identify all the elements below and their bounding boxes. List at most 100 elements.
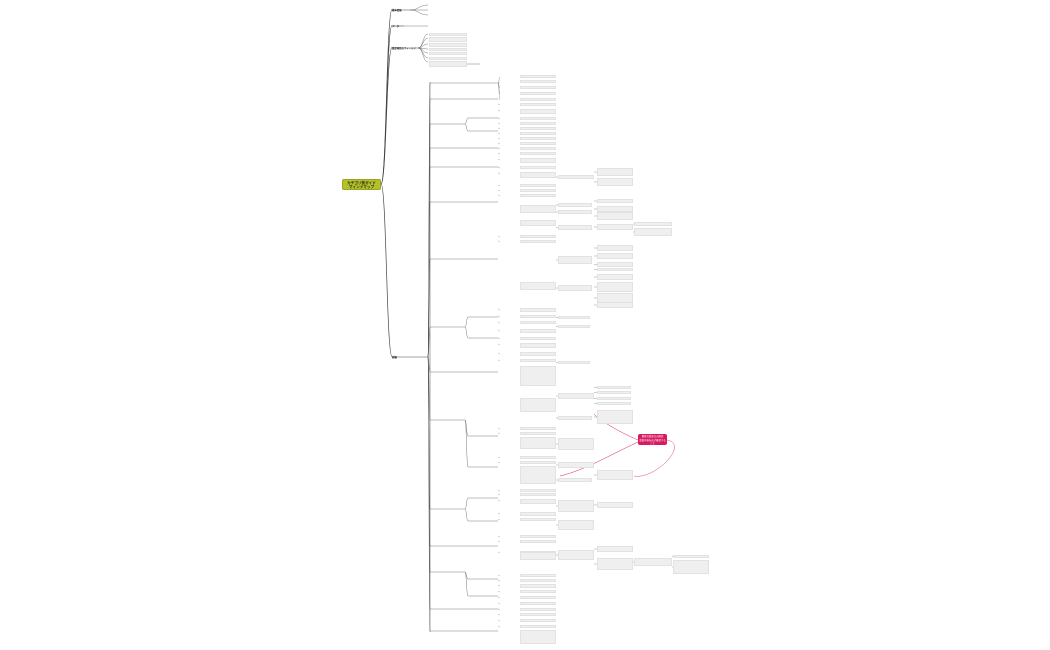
leaf-content[interactable] [520,132,556,135]
level3-node[interactable] [468,257,492,260]
detail-node[interactable] [558,225,592,230]
detail-node[interactable] [597,546,633,552]
leaf-label[interactable] [500,309,518,312]
detail-node[interactable] [597,402,631,405]
level2-node[interactable] [432,200,454,203]
leaf-content[interactable] [520,574,556,577]
leaf-label[interactable] [500,99,518,102]
detail-node[interactable] [597,178,633,186]
leaf-content[interactable] [520,602,556,605]
detail-node[interactable] [597,253,633,259]
detail-node[interactable] [597,199,633,203]
leaf-label[interactable] [500,457,518,460]
leaf-label[interactable] [500,360,518,363]
level3-node[interactable] [468,370,492,373]
detail-node[interactable] [558,210,592,214]
detail-node[interactable] [597,558,633,570]
leaf-content[interactable] [520,540,556,543]
leaf-label[interactable] [500,104,518,107]
detail-node[interactable] [597,397,631,400]
leaf-content[interactable] [520,166,556,169]
leaf-label[interactable] [500,153,518,156]
level3-node[interactable] [468,315,492,318]
leaf-label[interactable] [500,614,518,617]
detail-node[interactable] [597,224,633,230]
leaf-content[interactable] [520,432,556,435]
leaf-label[interactable] [500,541,518,544]
leaf-content[interactable] [520,461,556,464]
leaf-node[interactable] [429,61,467,67]
branch-details[interactable]: 詳細 [392,356,397,359]
level2-node[interactable] [432,257,454,260]
leaf-content[interactable] [520,512,556,516]
leaf-node[interactable] [429,25,463,28]
leaf-content[interactable] [520,109,556,114]
leaf-label[interactable] [500,603,518,606]
level3-node[interactable] [468,577,492,580]
detail-node[interactable] [558,462,594,468]
leaf-content[interactable] [520,122,556,125]
detail-node[interactable] [597,206,633,212]
leaf-label[interactable] [500,185,518,188]
leaf-label[interactable] [500,519,518,522]
detail-node[interactable] [558,361,590,364]
leaf-label[interactable] [500,626,518,629]
detail-node[interactable] [558,285,592,291]
leaf-label[interactable] [500,195,518,198]
leaf-label[interactable] [500,316,518,319]
leaf-content[interactable] [520,619,556,622]
level3-node[interactable] [468,496,492,499]
paragraph-node[interactable] [520,466,556,484]
detail-node[interactable] [597,212,633,220]
leaf-content[interactable] [520,535,556,538]
leaf-label[interactable] [500,138,518,141]
detail-node[interactable] [597,410,633,424]
level2-node[interactable] [432,507,454,510]
level2-node[interactable] [432,570,454,573]
paragraph-node[interactable] [520,398,556,412]
paragraph-node[interactable] [520,437,556,449]
leaf-content[interactable] [520,98,556,101]
leaf-content[interactable] [520,308,556,312]
level2-node[interactable] [432,122,454,125]
leaf-content[interactable] [520,590,556,593]
detail-node[interactable] [597,274,633,280]
leaf-label[interactable] [500,190,518,193]
leaf-content[interactable] [520,189,556,192]
leaf-label[interactable] [500,159,518,162]
leaf-label[interactable] [500,513,518,516]
leaf-label[interactable] [500,597,518,600]
level2-node[interactable] [432,607,454,610]
leaf-label[interactable] [500,128,518,131]
leaf-label[interactable] [500,330,518,333]
leaf-content[interactable] [520,152,556,155]
leaf-label[interactable] [500,552,518,555]
leaf-content[interactable] [520,240,556,243]
leaf-label[interactable] [500,609,518,612]
detail-node[interactable] [558,393,594,399]
detail-node[interactable] [558,325,590,328]
leaf-content[interactable] [520,117,556,120]
leaf-label[interactable] [500,580,518,583]
leaf-content[interactable] [520,352,556,356]
level3-node[interactable] [468,544,492,547]
leaf-label[interactable] [500,167,518,170]
leaf-label[interactable] [500,143,518,146]
detail-node[interactable] [558,520,594,530]
leaf-content[interactable] [520,518,556,521]
detail-node[interactable] [597,386,631,389]
leaf-label[interactable] [500,462,518,465]
level3-node[interactable] [468,116,492,119]
level3-node[interactable] [468,629,492,632]
leaf-content[interactable] [520,194,556,197]
leaf-content[interactable] [520,343,556,348]
leaf-content[interactable] [520,315,556,318]
root-node[interactable]: カテゴリ別ガイドマインドマップ [342,179,381,190]
leaf-label[interactable] [500,241,518,244]
level2-node[interactable] [432,629,454,632]
detail-node[interactable] [597,168,633,176]
leaf-content[interactable] [520,584,556,588]
leaf-node[interactable] [429,14,465,17]
detail-node[interactable] [558,175,594,179]
leaf-label[interactable] [500,236,518,239]
